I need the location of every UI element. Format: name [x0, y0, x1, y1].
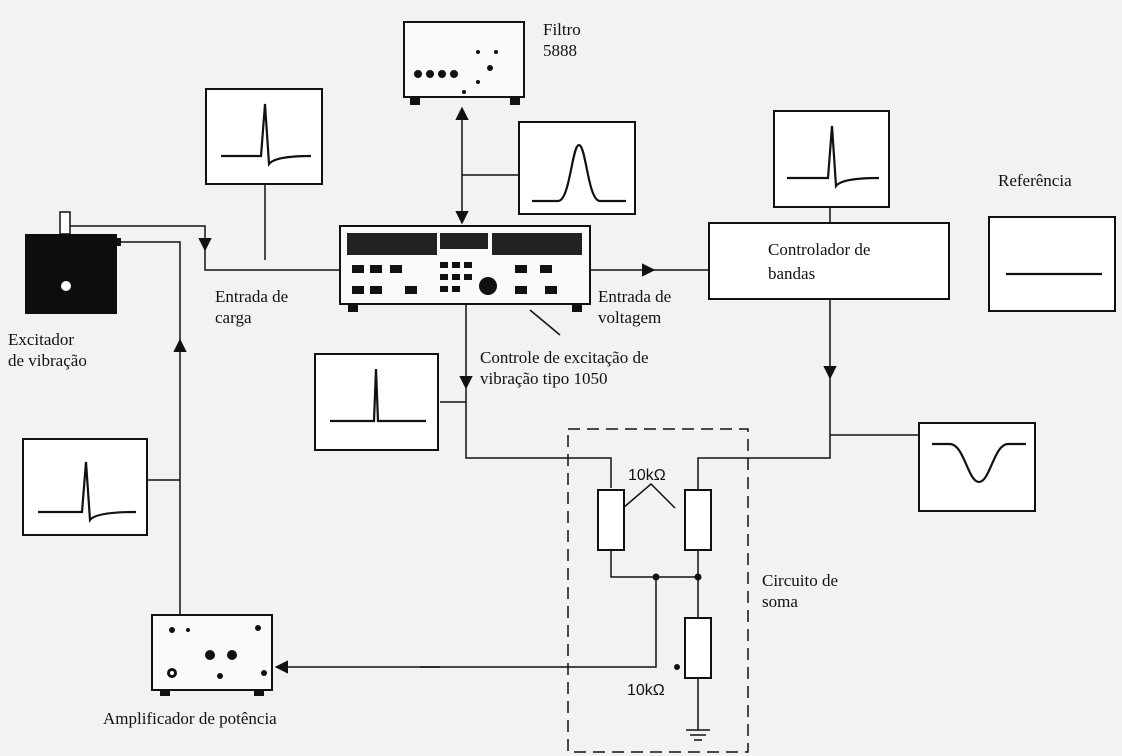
filter-device [404, 22, 524, 105]
scope-filter-output [518, 121, 636, 215]
band-controller-box: Controlador de bandas [708, 222, 950, 300]
load-input-label-line1: Entrada de [215, 286, 288, 307]
scope-sum-input [918, 422, 1036, 512]
reference-label: Referência [998, 170, 1072, 191]
vibration-controller-device [340, 226, 590, 312]
band-controller-label: Controlador de [768, 239, 870, 261]
scope-reference [988, 216, 1116, 312]
scope-controller-output [314, 353, 439, 451]
filter-label-line2: 5888 [543, 40, 577, 61]
controller-label-line2: vibração tipo 1050 [480, 368, 607, 389]
exciter-label-line2: de vibração [8, 350, 87, 371]
voltage-input-label-line2: voltagem [598, 307, 661, 328]
controller-label-line1: Controle de excitação de [480, 347, 649, 368]
resistor-left [598, 490, 624, 550]
resistor-bottom [685, 618, 711, 678]
voltage-input-label-line1: Entrada de [598, 286, 671, 307]
filter-label-line1: Filtro [543, 19, 581, 40]
scope-band-controller [773, 110, 890, 208]
sum-circuit-label-line2: soma [762, 591, 798, 612]
vibration-exciter [25, 212, 121, 314]
scope-amplifier-output [22, 438, 148, 536]
power-amplifier-device [152, 615, 272, 696]
band-controller-label-2: bandas [768, 263, 815, 285]
sum-circuit-label-line1: Circuito de [762, 570, 838, 591]
exciter-label-line1: Excitador [8, 329, 74, 350]
resistor-right [685, 490, 711, 550]
amplifier-label: Amplificador de potência [103, 708, 277, 729]
load-input-label-line2: carga [215, 307, 252, 328]
scope-load-input [205, 88, 323, 185]
resistor-top-label: 10kΩ [628, 465, 666, 486]
resistor-bottom-label: 10kΩ [627, 680, 665, 701]
